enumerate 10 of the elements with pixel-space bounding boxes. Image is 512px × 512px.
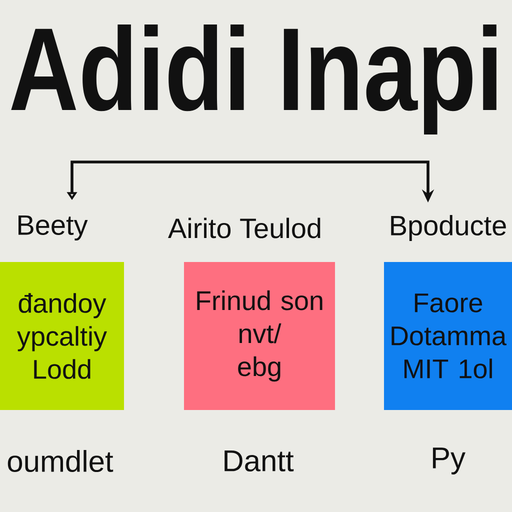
column-heading: Bpoducte — [391, 214, 506, 242]
note-card: đandoy ypcaltiy Lodd — [0, 262, 124, 410]
column-caption: Py — [432, 448, 466, 474]
column-heading: Beety — [18, 215, 88, 241]
column-caption: Dantt — [224, 450, 294, 472]
note-card: Frinud son nvt/ ebg — [184, 262, 335, 410]
note-card: Faore Dotamma MIT 1ol — [384, 262, 512, 410]
column-caption: oumdlet — [8, 450, 114, 472]
title: Adidi Inapi — [11, 24, 496, 134]
column-heading: Airito Teulod — [168, 218, 320, 238]
